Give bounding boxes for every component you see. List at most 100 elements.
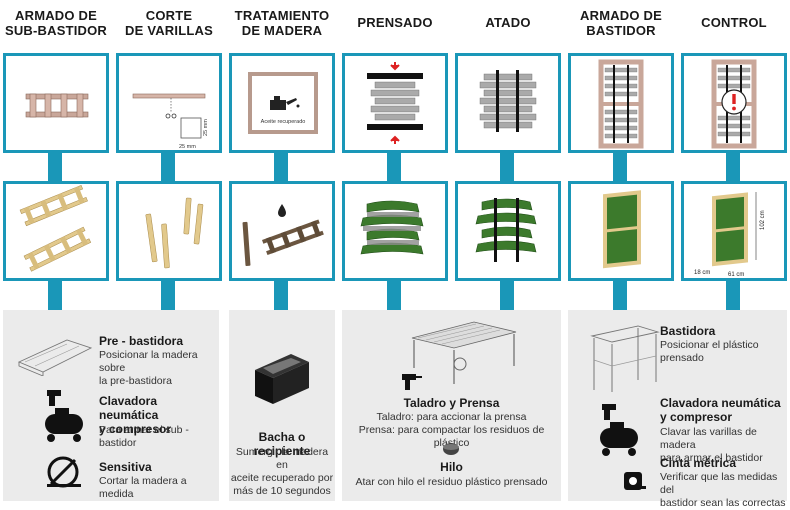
ladder-frame-diagram [25,93,89,118]
stage-title-line: ATADO [485,15,531,30]
tool-title: Clavadora neumática y compresor [99,394,219,436]
stage-title-line: DE VARILLAS [125,23,213,38]
scissors-icon [165,98,177,119]
stage-diagram-box [455,53,561,153]
stage-title-line: DE MADERA [241,23,323,38]
connector [161,150,175,184]
stage-title: ATADO [455,15,561,30]
dimension-label: 25 mm [179,144,196,150]
tool-desc: Clavar las varillas de madera para armar… [660,426,787,465]
stage-title: ARMADO DE BASTIDOR [568,8,674,38]
pre-bastidora-icon [17,339,93,376]
tool-desc-line: aceite recuperado por [230,472,334,484]
tool-desc: Taladro: para accionar la prensa Prensa:… [342,411,561,450]
press-diagram [367,62,423,144]
stage-diagram-box [568,53,674,153]
connector [500,278,514,310]
stage-title-line: TRATAMIENTO [234,8,330,23]
tool-title: Pre - bastidora [99,334,184,348]
dimension-label: 102 cm [760,210,766,230]
stage-armado-bastidor: ARMADO DE BASTIDOR [568,0,674,310]
tool-title-line: y compresor [660,410,733,424]
stage-photo-box [455,181,561,281]
oil-treatment-diagram: Aceite recuperado [248,72,318,134]
dimension-label: 61 cm [728,272,744,278]
oil-drop-icon [278,204,286,217]
stage-corte-varillas: CORTE DE VARILLAS 25 mm 25 mm [116,0,222,310]
stage-title: CONTROL [681,15,787,30]
stage-photo-box [342,181,448,281]
stage-photo-box: 102 cm 61 cm 18 cm [681,181,787,281]
stage-title-line: BASTIDOR [586,23,656,38]
basin-icon [255,354,309,404]
stage-title-line: CONTROL [701,15,767,30]
stage-photo-box [116,181,222,281]
tool-desc-line: la pre-bastidora [99,375,172,387]
stage-title-line: ARMADO DE [580,8,662,23]
framed-panel-image [603,190,641,269]
connector [613,278,627,310]
connector [726,150,740,184]
tool-desc: Posicionar la madera sobre la pre-bastid… [99,349,219,388]
pressed-plastic-image [360,200,424,255]
stage-diagram-box: Aceite recuperado [229,53,335,153]
oil-can-icon [270,96,300,110]
tool-desc-line: Clavar las varillas de madera [660,426,757,451]
tool-desc-line: Verificar que las medidas del [660,471,778,496]
aceite-label: Aceite recuperado [261,119,306,125]
thread-spool-icon [443,443,459,455]
arrow-down-icon [390,62,400,71]
wooden-rods-image [145,197,204,269]
dimension-label: 25 mm [203,119,209,136]
tool-desc-line: más de 10 segundos [233,485,331,497]
stage-prensado: PRENSADO [342,0,448,310]
dimension-label: 18 cm [694,270,710,276]
tool-title: Sensitiva [99,460,152,474]
connector [387,278,401,310]
stage-diagram-box [342,53,448,153]
stage-control: CONTROL 102 cm [681,0,787,310]
tool-title-line: Clavadora neumática [99,394,159,422]
pneumatic-nailer-compressor-icon [600,404,638,456]
connector [274,150,288,184]
tool-title: Clavadora neumática y compresor [660,396,781,424]
stage-photo-box [568,181,674,281]
tool-desc-line: prensado [660,352,704,364]
tied-bundle-diagram [479,70,537,132]
control-diagram [711,59,757,149]
stage-armado-sub-bastidor: ARMADO DE SUB-BASTIDOR [3,0,109,310]
tied-plastic-image [475,198,537,262]
tool-title: Cinta métrica [660,456,737,470]
tool-title: Taladro y Prensa [403,396,500,410]
tool-desc-line: Prensa: para compactar los residuos de p… [358,424,545,449]
tool-desc: Cortar la madera a medida [99,475,187,500]
connector [161,278,175,310]
tool-title-line: y compresor [99,422,172,436]
stage-tratamiento-madera: TRATAMIENTO DE MADERA Aceite recuperado [229,0,335,310]
oiled-wood-image [242,204,324,267]
connector [48,278,62,310]
tool-desc-line: Sumergir la madera en [235,446,329,471]
connector [500,150,514,184]
connector [613,150,627,184]
connector [274,278,288,310]
tool-desc-line: Posicionar el plástico [660,339,759,351]
stage-title: CORTE DE VARILLAS [116,8,222,38]
tool-desc: Verificar que las medidas del bastidor s… [660,471,787,510]
tool-desc: Atar con hilo el residuo plástico prensa… [355,476,548,488]
tool-desc-line: Taladro: para accionar la prensa [376,411,527,423]
stage-title-line: CORTE [145,8,193,23]
stage-atado: ATADO [455,0,561,310]
tool-desc: Sumergir la madera en aceite recuperado … [229,446,335,498]
tools-panel-bastidor: Bastidora Posicionar el plástico prensad… [568,310,787,509]
tools-panel-tratamiento: Bacha o recipiente Sumergir la madera en… [229,310,335,501]
stage-title-line: SUB-BASTIDOR [4,23,108,38]
stage-title: PRENSADO [342,15,448,30]
measured-panel-image: 102 cm 61 cm 18 cm [694,192,766,278]
connector [726,278,740,310]
tool-title: Bastidora [660,324,716,338]
tools-panel-prensado: Taladro y Prensa Taladro: para accionar … [342,310,561,501]
tool-title: Bacha o recipiente [253,430,311,458]
stage-title-line: ARMADO DE [15,8,97,23]
stage-photo-box [229,181,335,281]
